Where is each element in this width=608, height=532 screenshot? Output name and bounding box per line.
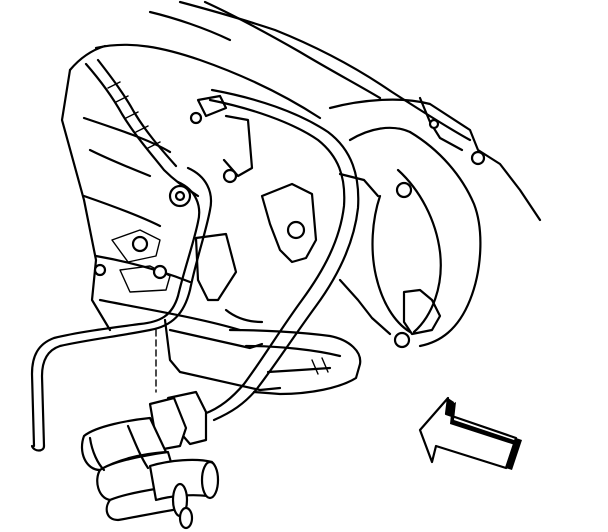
cooler-line-fittings-icon bbox=[80, 390, 220, 530]
wiring-harness-icon bbox=[84, 58, 228, 208]
transmission-oil-pan-icon bbox=[228, 328, 362, 396]
transmission-case-icon bbox=[60, 0, 472, 392]
oil-cooler-lines-icon bbox=[30, 88, 360, 452]
bell-housing-icon bbox=[328, 96, 542, 349]
view-direction-arrow-icon bbox=[418, 396, 522, 470]
cooler-line-bracket-icon bbox=[194, 114, 318, 324]
